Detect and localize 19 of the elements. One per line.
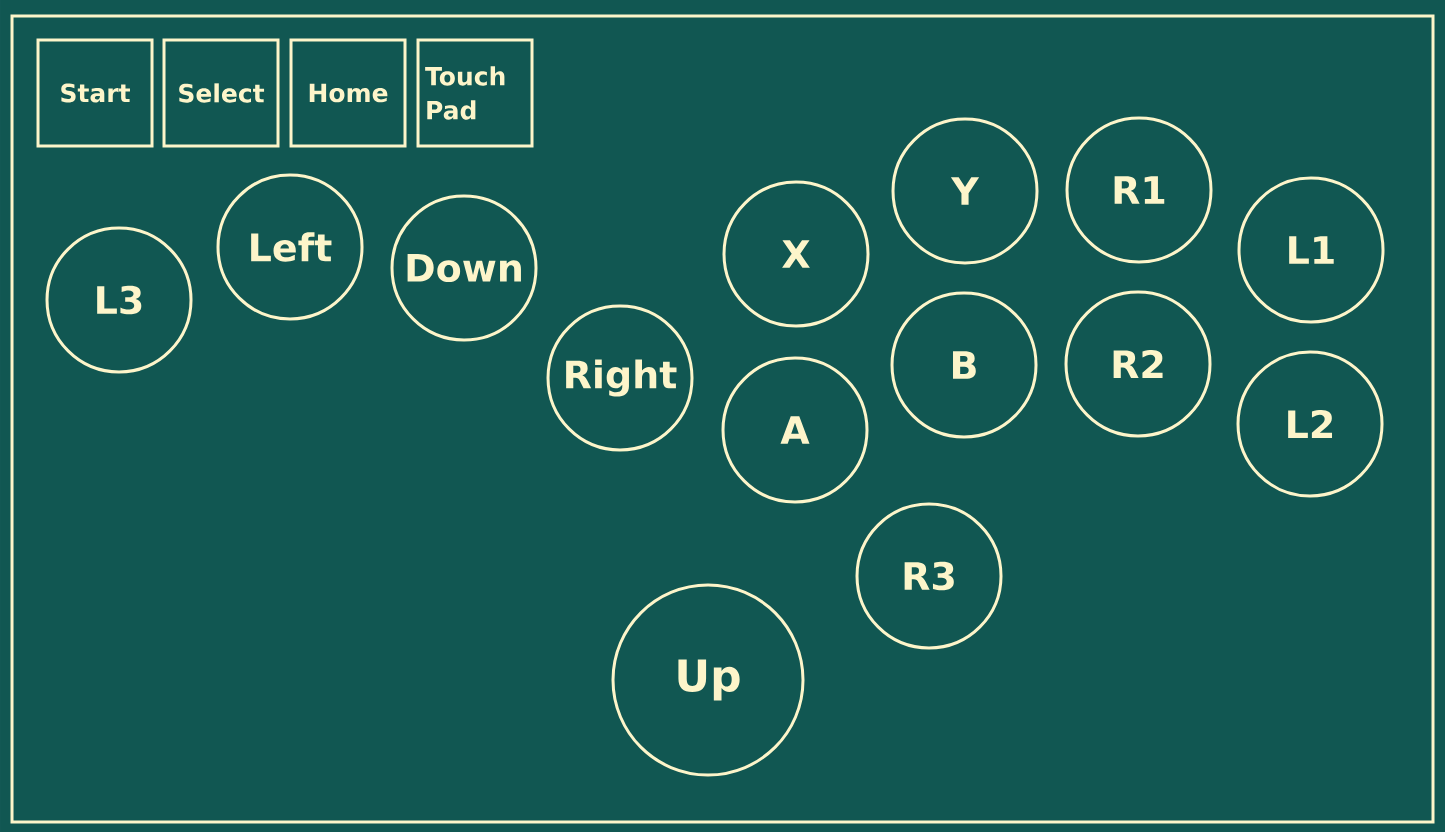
- round-button: Left: [216, 173, 364, 321]
- round-button: X: [722, 180, 870, 328]
- round-button: Y: [891, 117, 1039, 265]
- square-button: Home: [289, 38, 407, 148]
- round-button: R3: [855, 502, 1003, 650]
- round-button: R1: [1065, 116, 1213, 264]
- round-button: Down: [390, 194, 538, 342]
- round-button: B: [890, 291, 1038, 439]
- square-button: Select: [162, 38, 280, 148]
- round-button: Right: [546, 304, 694, 452]
- round-button: L3: [45, 226, 193, 374]
- round-button: L1: [1237, 176, 1385, 324]
- round-button: L2: [1236, 350, 1384, 498]
- panel-frame: [10, 14, 1435, 824]
- round-button: R2: [1064, 290, 1212, 438]
- round-button: A: [721, 356, 869, 504]
- round-button: Up: [611, 583, 805, 777]
- square-button: Touch Pad: [416, 38, 534, 148]
- square-button: Start: [36, 38, 154, 148]
